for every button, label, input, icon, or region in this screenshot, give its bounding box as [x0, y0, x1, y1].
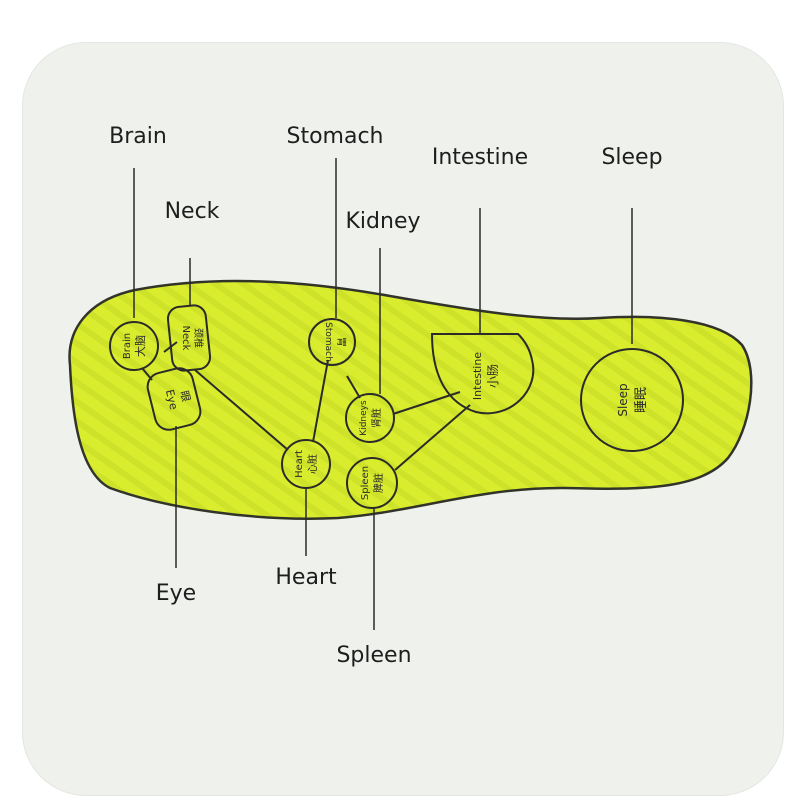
connector-stomach-heart: [312, 359, 329, 443]
zone-neck: [166, 304, 212, 372]
zone-text-spleen-en: Spleen: [360, 466, 371, 500]
label-stomach: Stomach: [286, 124, 384, 149]
insole-shape: [68, 279, 753, 520]
zone-text-stomach-zh: 胃: [335, 337, 347, 347]
connector-kidney-intestine: [392, 391, 461, 415]
zone-text-kidney-zh: 肾脏: [370, 408, 383, 428]
zone-text-heart-en: Heart: [294, 450, 305, 478]
connector-spleen-intestine: [394, 404, 471, 471]
label-neck: Neck: [164, 199, 220, 224]
zone-text-sleep-zh: 睡眠: [634, 387, 649, 413]
zone-text-intestine-en: Intestine: [471, 352, 484, 400]
zone-text-spleen-zh: 脾脏: [372, 473, 385, 493]
zone-text-stomach-en: Stomach: [323, 322, 333, 362]
zone-text-heart-zh: 心脏: [306, 454, 319, 474]
zone-intestine: [430, 333, 535, 415]
zone-eye: [146, 367, 202, 431]
label-heart: Heart: [275, 565, 337, 590]
zone-text-neck-en: Neck: [180, 326, 191, 351]
zone-brain: [109, 321, 159, 371]
label-brain: Brain: [109, 124, 167, 149]
label-eye: Eye: [155, 581, 197, 606]
label-spleen: Spleen: [336, 643, 412, 668]
zone-kidney: [345, 393, 395, 443]
zone-text-eye-zh: 眼: [178, 389, 193, 403]
connector-stomach-kidney: [346, 375, 361, 399]
zones: [109, 304, 684, 509]
label-sleep: Sleep: [601, 145, 663, 170]
zone-text-intestine-zh: 小肠: [486, 364, 500, 388]
zone-spleen: [346, 457, 398, 509]
zone-sleep: [580, 348, 684, 452]
zone-connectors: [141, 341, 471, 471]
label-kidney: Kidney: [345, 209, 421, 234]
zone-heart: [281, 439, 331, 489]
zone-text-sleep-en: Sleep: [616, 383, 630, 416]
zone-text-brain-zh: 大脑: [133, 335, 147, 357]
zone-text-brain-en: Brain: [122, 333, 133, 359]
label-intestine: Intestine: [431, 145, 529, 170]
zone-text-kidney-en: Kidneys: [359, 400, 369, 436]
callout-lines: [133, 158, 633, 630]
zone-text-neck-zh: 颈椎: [192, 328, 205, 348]
zone-stomach: [308, 318, 356, 366]
zone-text-eye-en: Eye: [163, 388, 181, 411]
connector-neck-heart: [194, 369, 289, 451]
zone-texts: Brain 大脑 Neck 颈椎 Eye 眼 Stomach 胃 Kidneys…: [122, 322, 649, 500]
